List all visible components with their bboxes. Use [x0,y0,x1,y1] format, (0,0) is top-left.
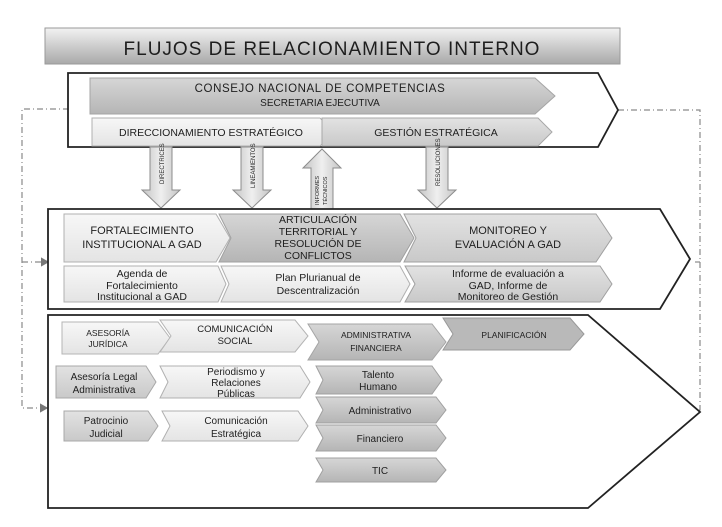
periodismo-label-2: Relaciones [211,378,260,389]
agenda-label-2: Fortalecimiento [106,280,178,292]
council-chevron: CONSEJO NACIONAL DE COMPETENCIAS SECRETA… [89,77,556,115]
com-estrategica-box: Comunicación Estratégica [161,410,309,442]
arrow-lineamientos: LINEAMIENTOS [231,143,273,209]
talento-label-1: Talento [362,370,395,381]
direccionamiento-label: DIRECCIONAMIENTO ESTRATÉGICO [119,126,303,139]
diagram-title: FLUJOS DE RELACIONAMIENTO INTERNO [124,39,541,60]
arrow-directrices: DIRECTRICES [140,143,182,209]
asesoria-legal-box: Asesoría Legal Administrativa [55,365,157,399]
tic-box: TIC [315,457,447,483]
arrow-resoluciones: RESOLUCIONES [416,138,458,209]
directrices-label: DIRECTRICES [160,143,166,184]
council-label: CONSEJO NACIONAL DE COMPETENCIAS [195,83,446,95]
monitoreo-chevron: MONITOREO Y EVALUACIÓN A GAD [403,213,613,263]
periodismo-label-1: Periodismo y [207,367,265,378]
comunicacion-label-1: COMUNICACIÓN [197,324,273,335]
planificacion-chevron: PLANIFICACIÓN [442,317,585,351]
asesoria-label-2: JURÍDICA [88,339,128,349]
monitoreo-label-2: EVALUACIÓN A GAD [455,238,561,251]
articulacion-label-4: CONFLICTOS [284,250,351,262]
patrocinio-label-2: Judicial [89,429,122,440]
title-banner: FLUJOS DE RELACIONAMIENTO INTERNO [44,27,621,65]
planificacion-label: PLANIFICACIÓN [481,330,546,340]
informe-box: Informe de evaluación a GAD, Informe de … [404,265,613,303]
informe-label-2: GAD, Informe de [469,280,548,292]
informe-label-1: Informe de evaluación a [452,268,564,280]
asesoria-chevron: ASESORÍA JURÍDICA [61,321,171,355]
com-estrategica-label-2: Estratégica [211,429,261,440]
informes-label-2: TÉCNICOS [322,176,329,205]
financiero-label: Financiero [357,434,404,445]
articulacion-label-1: ARTICULACIÓN [279,213,357,226]
tic-label: TIC [372,466,388,477]
administrativa-label-2: FINANCIERA [350,343,402,353]
plan-box: Plan Plurianual de Descentralización [220,265,411,303]
direccionamiento-chevron: DIRECCIONAMIENTO ESTRATÉGICO [91,117,335,147]
lineamientos-label: LINEAMIENTOS [251,143,257,188]
plan-label-2: Descentralización [277,285,360,297]
articulacion-label-2: TERRITORIAL Y [279,226,358,238]
articulacion-chevron: ARTICULACIÓN TERRITORIAL Y RESOLUCIÓN DE… [218,213,415,263]
comunicacion-chevron: COMUNICACIÓN SOCIAL [159,319,309,353]
gestion-label: GESTIÓN ESTRATÉGICA [374,126,498,139]
gestion-chevron: GESTIÓN ESTRATÉGICA [321,117,553,147]
financiero-box: Financiero [315,424,447,452]
fortalecimiento-chevron: FORTALECIMIENTO INSTITUCIONAL A GAD [63,213,231,263]
asesoria-label-1: ASESORÍA [86,328,130,338]
periodismo-box: Periodismo y Relaciones Públicas [159,365,311,400]
asesoria-legal-label-1: Asesoría Legal [71,372,138,383]
fortalecimiento-label-2: INSTITUCIONAL A GAD [82,239,201,251]
talento-label-2: Humano [359,382,397,393]
informe-label-3: Monitoreo de Gestión [458,291,559,303]
resoluciones-label: RESOLUCIONES [436,138,442,186]
plan-label-1: Plan Plurianual de [275,272,360,284]
fortalecimiento-label-1: FORTALECIMIENTO [90,225,194,237]
comunicacion-label-2: SOCIAL [218,336,253,347]
secretariat-label: SECRETARIA EJECUTIVA [260,98,380,109]
com-estrategica-label-1: Comunicación [204,416,267,427]
monitoreo-label-1: MONITOREO Y [469,225,547,237]
agenda-box: Agenda de Fortalecimiento Institucional … [63,265,227,303]
administrativo-label: Administrativo [349,406,412,417]
patrocinio-box: Patrocinio Judicial [63,410,159,442]
patrocinio-label-1: Patrocinio [84,416,129,427]
asesoria-legal-label-2: Administrativa [73,385,136,396]
agenda-label-1: Agenda de [117,268,168,280]
talento-humano-box: Talento Humano [315,365,443,395]
agenda-label-3: Institucional a GAD [97,291,187,303]
periodismo-label-3: Públicas [217,389,255,400]
administrativa-chevron: ADMINISTRATIVA FINANCIERA [307,323,447,361]
administrativo-box: Administrativo [315,396,447,424]
articulacion-label-3: RESOLUCIÓN DE [275,237,362,250]
informes-label-1: INFORMES [315,176,321,205]
administrativa-label-1: ADMINISTRATIVA [341,330,411,340]
arrow-informes: INFORMES TÉCNICOS [301,148,343,211]
